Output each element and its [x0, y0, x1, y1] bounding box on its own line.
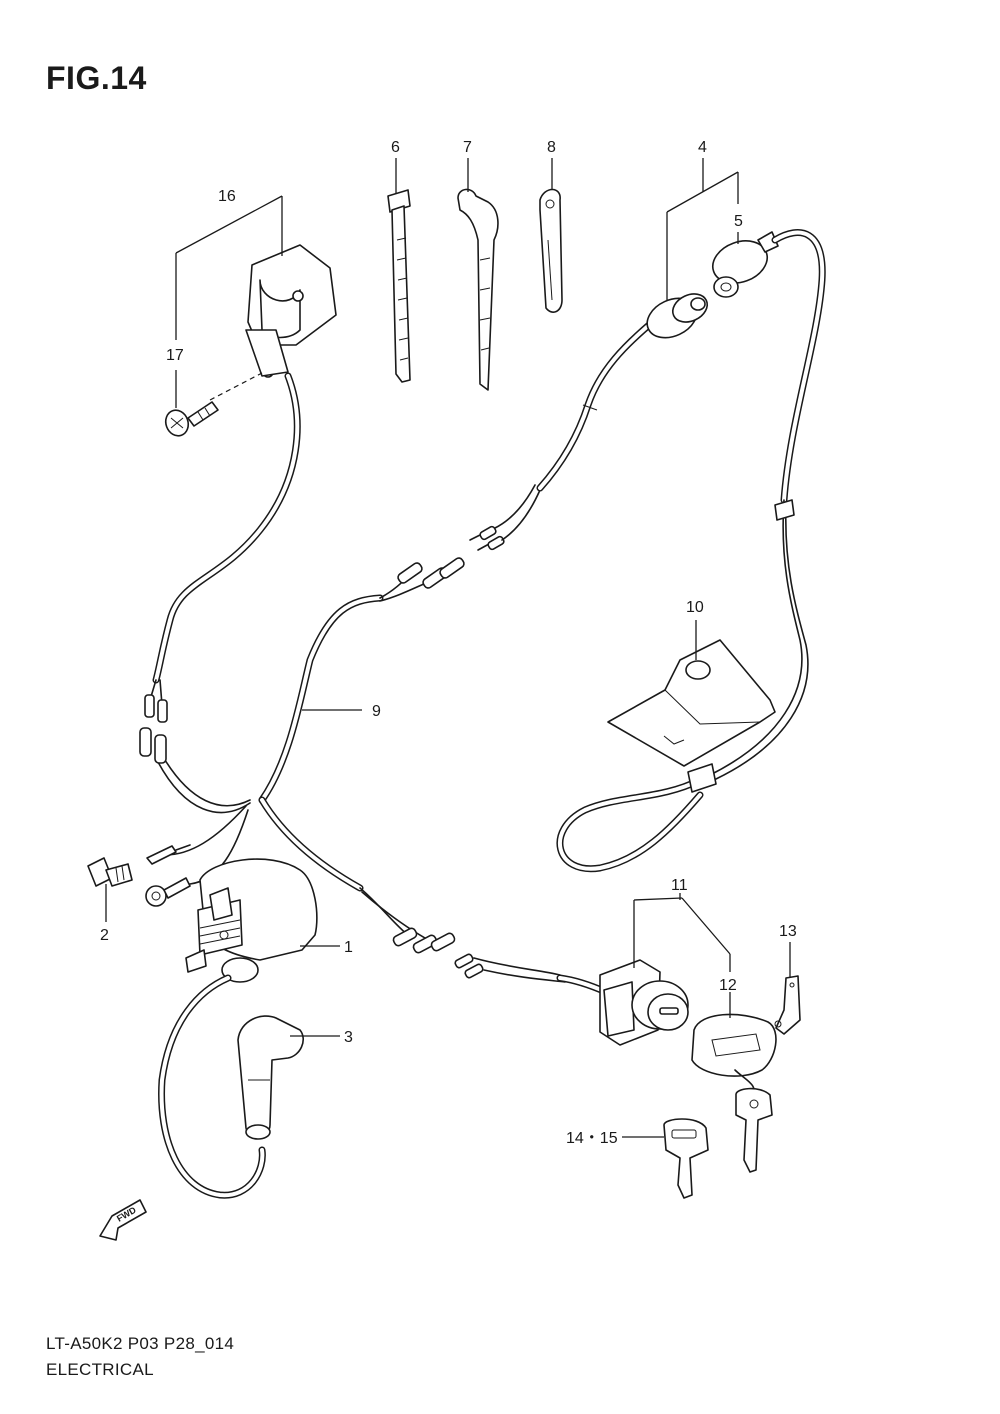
high-tension-cord[interactable]: [158, 974, 266, 1199]
section-name: ELECTRICAL: [46, 1360, 154, 1379]
callout-6: 6: [391, 139, 400, 156]
clamp-band[interactable]: [539, 188, 563, 313]
callout-9: 9: [372, 703, 381, 720]
manual-pouch[interactable]: [607, 639, 776, 767]
figure-footer: LT-A50K2 P03 P28_014 ELECTRICAL: [46, 1331, 234, 1383]
ground-terminal[interactable]: [145, 844, 191, 907]
key-cap[interactable]: [691, 1013, 777, 1099]
harness-connector-left[interactable]: [139, 727, 167, 764]
callout-12: 12: [719, 977, 737, 994]
ignition-switch[interactable]: [599, 959, 689, 1046]
callout-3: 3: [344, 1029, 353, 1046]
model-code: LT-A50K2 P03 P28_014: [46, 1334, 235, 1353]
callout-14-15: 14・15: [566, 1130, 618, 1147]
lighting-switch[interactable]: [641, 289, 712, 346]
handlebar-switch[interactable]: [245, 244, 337, 378]
spare-key[interactable]: [663, 1118, 709, 1199]
ignition-switch-connectors[interactable]: [392, 927, 610, 996]
callout-5: 5: [734, 213, 743, 230]
callout-8: 8: [547, 139, 556, 156]
clamp-tie[interactable]: [457, 188, 499, 391]
key-plate[interactable]: [774, 975, 801, 1035]
callout-1: 1: [344, 939, 353, 956]
callout-2: 2: [100, 927, 109, 944]
engine-stop-switch[interactable]: [707, 231, 779, 298]
callout-13: 13: [779, 923, 797, 940]
harness-connector-upper[interactable]: [396, 556, 465, 589]
callout-7: 7: [463, 139, 472, 156]
key-on-ring[interactable]: [735, 1087, 773, 1173]
callout-16: 16: [218, 188, 236, 205]
bolt[interactable]: [87, 857, 133, 887]
engine-stop-cable[interactable]: [556, 229, 826, 873]
figure-title: FIG.14: [46, 60, 147, 96]
cable-tie[interactable]: [387, 189, 411, 383]
screw[interactable]: [162, 372, 263, 439]
callout-4: 4: [698, 139, 707, 156]
lighting-switch-pins[interactable]: [469, 484, 541, 551]
callouts: 16 17 6 7 8 4 5 10 9 11 13 12 1 2 3 14・1…: [100, 139, 797, 1147]
forward-direction-arrow: FWD: [99, 1199, 147, 1241]
callout-17: 17: [166, 347, 184, 364]
leader-lines: [105, 158, 791, 1138]
callout-11: 11: [671, 877, 688, 894]
spark-plug-cap[interactable]: [237, 1015, 304, 1140]
ignition-coil[interactable]: [185, 858, 318, 983]
lighting-switch-cable[interactable]: [536, 316, 659, 492]
callout-10: 10: [686, 599, 704, 616]
handlebar-switch-cable[interactable]: [144, 372, 301, 723]
